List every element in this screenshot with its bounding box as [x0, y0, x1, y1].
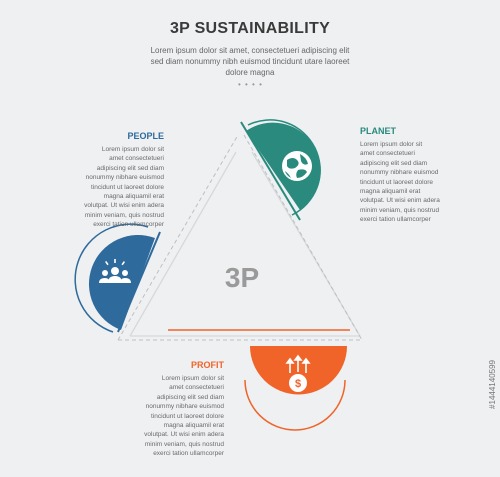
profit-description: Lorem ipsum dolor sit amet consectetueri… — [144, 375, 224, 458]
profit-text-block: PROFIT Lorem ipsum dolor sit amet consec… — [118, 360, 224, 459]
planet-node — [240, 119, 321, 221]
profit-title: PROFIT — [191, 360, 224, 370]
people-node — [74, 223, 161, 333]
planet-title: PLANET — [360, 126, 396, 136]
center-label: 3P — [224, 262, 260, 293]
globe-icon — [282, 151, 312, 181]
dashed-edge-right — [243, 134, 363, 341]
planet-text-block: PLANET Lorem ipsum dolor sit amet consec… — [360, 126, 470, 225]
dashed-edge-left — [117, 134, 239, 341]
profit-node: $ — [168, 329, 350, 431]
people-group-icon — [99, 259, 131, 283]
people-description: Lorem ipsum dolor sit amet consectetueri… — [84, 146, 164, 229]
svg-text:$: $ — [295, 378, 301, 390]
people-title: PEOPLE — [127, 131, 164, 141]
triangle-left-edge — [129, 151, 237, 337]
divider-dots: • • • • — [238, 80, 263, 89]
page-subtitle: Lorem ipsum dolor sit amet, consectetuer… — [150, 46, 350, 77]
planet-description: Lorem ipsum dolor sit amet consectetueri… — [360, 141, 440, 224]
people-text-block: PEOPLE Lorem ipsum dolor sit amet consec… — [60, 131, 164, 230]
dollar-growth-icon: $ — [285, 354, 311, 392]
stock-id-watermark: #1444140599 — [488, 360, 497, 409]
page-title: 3P SUSTAINABILITY — [169, 20, 331, 37]
